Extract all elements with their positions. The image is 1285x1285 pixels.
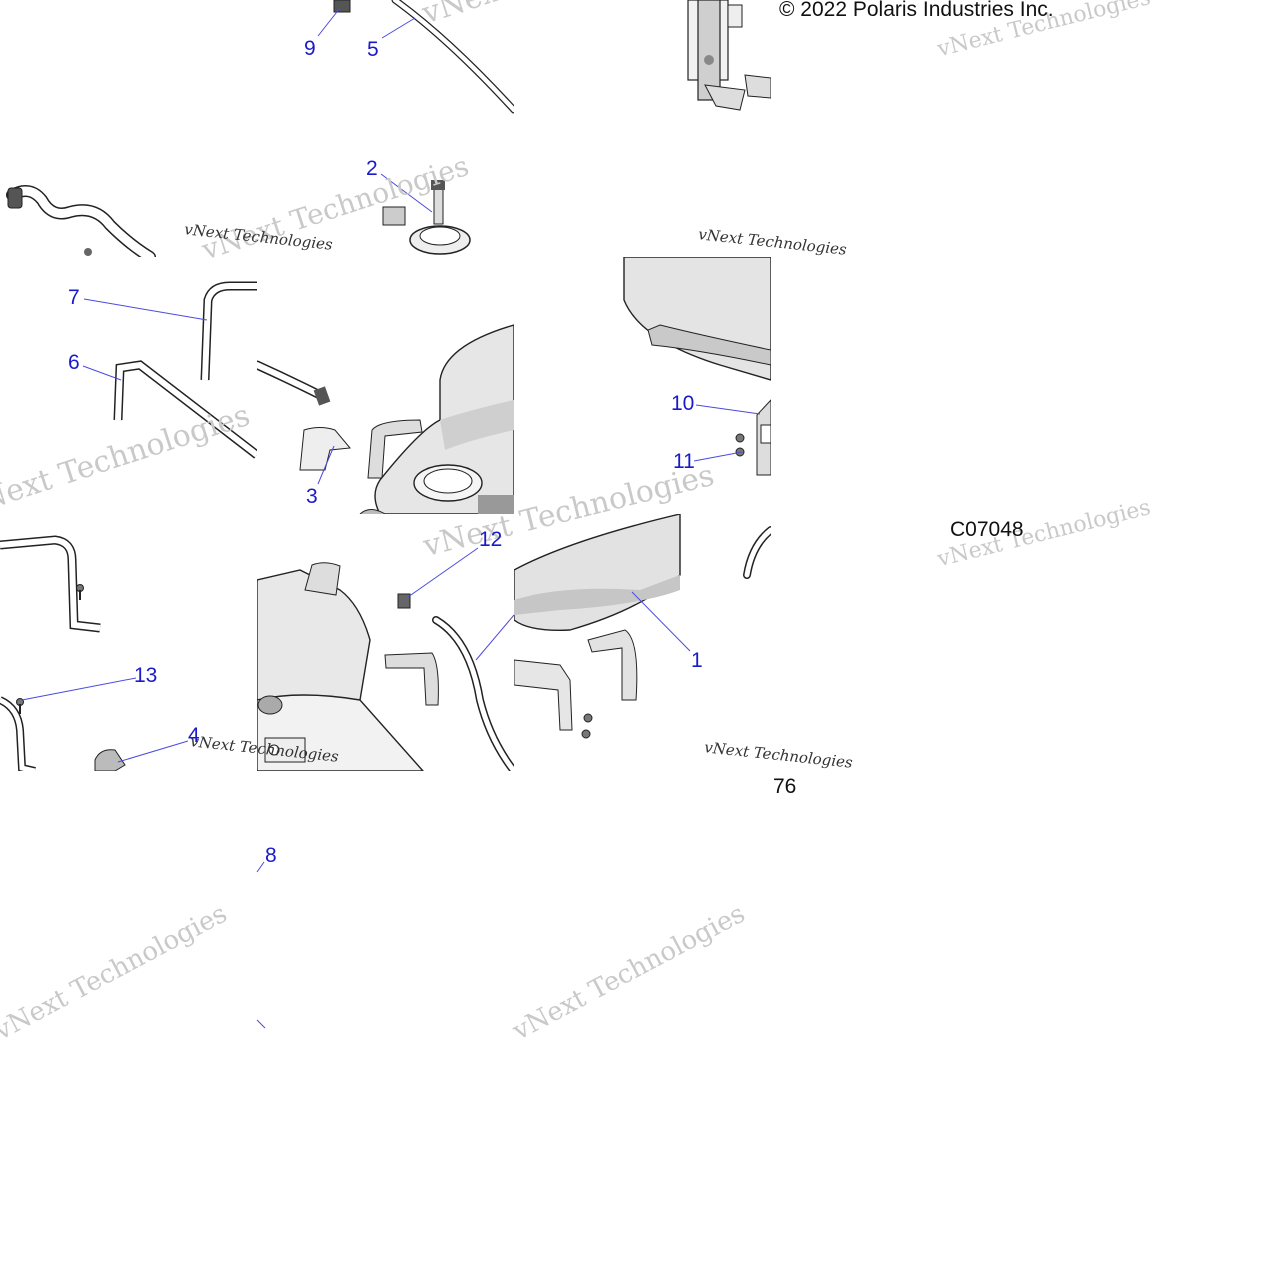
fuel-tank-body bbox=[257, 562, 514, 771]
callout-1: 1 bbox=[691, 649, 703, 672]
callout-5: 5 bbox=[367, 38, 379, 61]
callout-10: 10 bbox=[671, 392, 695, 415]
callout-8: 8 bbox=[265, 844, 277, 867]
fuel-pump-ring bbox=[382, 180, 471, 255]
fuel-tank-bottom bbox=[514, 514, 771, 739]
page-fragment: 76 bbox=[773, 775, 797, 798]
copyright-notice: © 2022 Polaris Industries Inc. bbox=[779, 0, 1054, 21]
callout-7: 7 bbox=[68, 286, 80, 309]
diagram-code: C07048 bbox=[950, 518, 1024, 541]
leader-lines bbox=[21, 7, 761, 1029]
fuel-pump-module bbox=[687, 0, 771, 111]
callout-2: 2 bbox=[366, 157, 378, 180]
callout-9: 9 bbox=[304, 37, 316, 60]
vent-hose bbox=[6, 185, 156, 257]
callout-4: 4 bbox=[188, 724, 200, 747]
lower-strap bbox=[0, 535, 126, 771]
fuel-line-upper bbox=[333, 0, 514, 114]
fuel-tank-corner bbox=[623, 257, 771, 476]
tank-straps bbox=[113, 281, 257, 459]
callout-12: 12 bbox=[479, 528, 503, 551]
callout-6: 6 bbox=[68, 351, 80, 374]
callout-3: 3 bbox=[306, 485, 318, 508]
callout-13: 13 bbox=[134, 664, 158, 687]
callout-11: 11 bbox=[673, 450, 695, 473]
fuel-tank-top bbox=[257, 324, 514, 514]
